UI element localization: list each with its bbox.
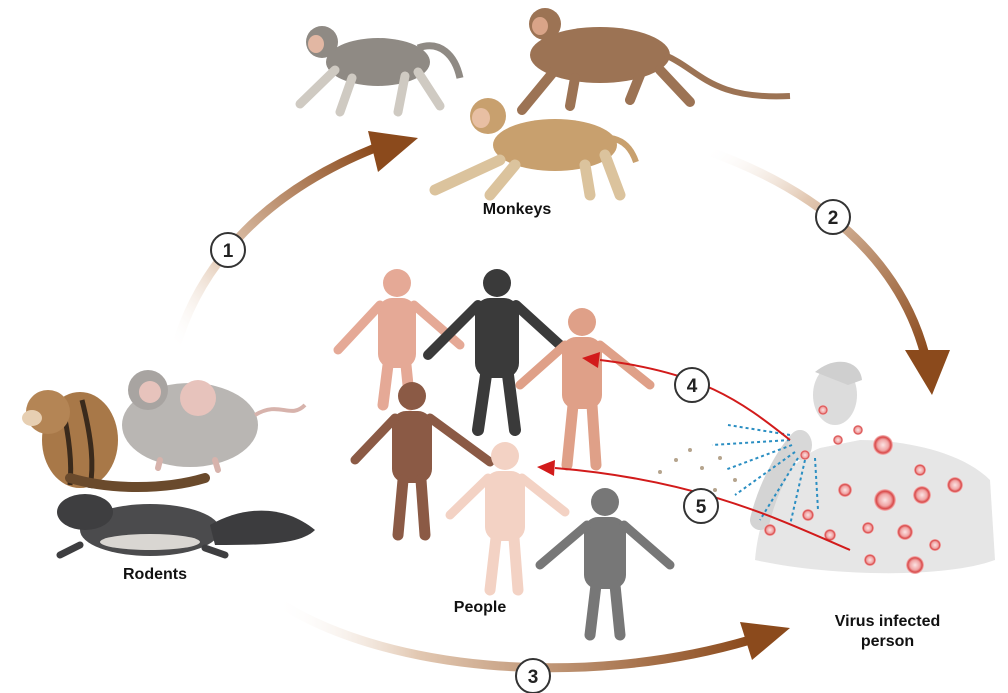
svg-text:2: 2 (828, 208, 839, 229)
monkey-tan (435, 98, 636, 195)
infected-label-line2: person (800, 632, 975, 652)
infected-person-label: Virus infected person (800, 612, 975, 652)
squirrel (57, 494, 315, 556)
arrow-2 (705, 150, 950, 395)
svg-text:3: 3 (528, 667, 539, 688)
mouse (122, 370, 305, 470)
infected-person (658, 362, 995, 574)
infected-label-line1: Virus infected (800, 612, 975, 632)
person-dark (428, 269, 560, 430)
step-4-badge: 4 (675, 368, 709, 402)
step-2-badge: 2 (816, 200, 850, 234)
svg-text:5: 5 (696, 497, 707, 518)
svg-text:4: 4 (687, 376, 698, 397)
arrow-3 (275, 600, 790, 668)
monkey-grey (300, 26, 460, 112)
rodents-label: Rodents (100, 566, 210, 584)
person-brown (355, 382, 490, 535)
step-1-badge: 1 (211, 233, 245, 267)
people-label: People (430, 599, 530, 617)
monkey-brown (522, 8, 790, 110)
step-3-badge: 3 (516, 659, 550, 693)
svg-text:1: 1 (223, 241, 234, 262)
step-5-badge: 5 (684, 489, 718, 523)
monkeys-label: Monkeys (462, 201, 572, 219)
